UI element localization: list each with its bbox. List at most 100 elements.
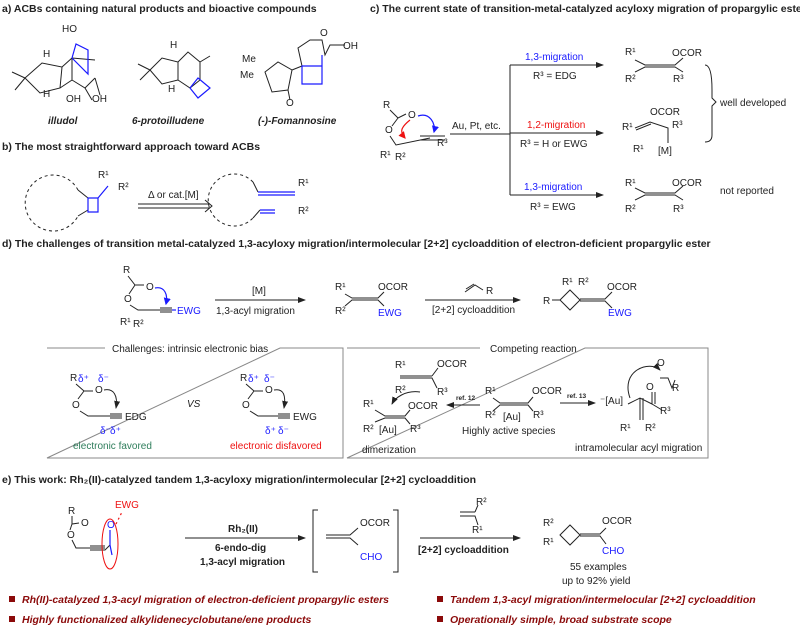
allene-aldehyde-intermediate: OCOR CHO [326,518,390,563]
svg-text:H: H [43,89,50,100]
svg-text:R¹: R¹ [98,170,109,181]
svg-text:R¹: R¹ [622,122,633,133]
svg-text:1,3-acyl migration: 1,3-acyl migration [216,306,295,317]
bullet-square-icon [437,596,443,602]
bullet-item: Operationally simple, broad substrate sc… [450,614,672,626]
svg-text:δ⁺: δ⁺ [265,426,276,437]
section-d: d) The challenges of transition metal-ca… [2,238,711,459]
svg-text:EDG: EDG [125,412,147,423]
svg-text:[2+2] cycloaddition: [2+2] cycloaddition [418,545,509,556]
svg-text:OCOR: OCOR [532,386,562,397]
not-reported-label: not reported [720,186,774,197]
bullet-item: Tandem 1,3-acyl migration/intermelocular… [450,594,756,606]
svg-text:R²: R² [133,319,144,330]
svg-text:H: H [43,49,50,60]
svg-text:R³ = EWG: R³ = EWG [530,202,576,213]
section-a: a) ACBs containing natural products and … [2,3,358,127]
svg-text:R: R [68,506,75,517]
svg-text:O: O [385,125,393,136]
svg-text:H: H [170,40,177,51]
svg-text:O: O [646,382,654,393]
brace [704,64,717,143]
svg-text:R¹: R¹ [335,282,346,293]
svg-text:OH: OH [343,41,358,52]
svg-text:R: R [123,265,130,276]
disfavored-structure: R δ⁺ δ⁻ O O EWG δ⁺ δ⁻ [240,373,317,437]
svg-text:R³: R³ [410,424,421,435]
catalyst-label: Au, Pt, etc. [452,121,501,132]
svg-text:R²: R² [625,74,636,85]
compound-name-protoilludene: 6-protoilludene [132,116,205,127]
svg-text:R¹: R¹ [380,150,391,161]
intramolecular-label: intramolecular acyl migration [575,443,702,454]
svg-text:R²: R² [543,518,554,529]
compound-name-illudol: illudol [48,116,78,127]
section-b: b) The most straightforward approach tow… [2,141,309,232]
svg-text:R²: R² [578,277,589,288]
favored-label: electronic favored [73,441,152,452]
intermediate-brackets [312,509,399,573]
allene-product-edg: R¹ R² OCOR R³ [625,47,702,85]
svg-text:[Au]: [Au] [503,412,521,423]
svg-text:Me: Me [240,70,254,81]
fomannosine-structure: Me Me O OH O [240,28,358,109]
svg-text:O: O [146,282,154,293]
svg-text:EWG: EWG [608,308,632,319]
svg-text:R: R [70,373,77,384]
svg-text:H: H [168,84,175,95]
svg-text:OCOR: OCOR [408,401,438,412]
section-d-title: d) The challenges of transition metal-ca… [2,238,711,250]
svg-text:R²: R² [298,206,309,217]
svg-text:R¹: R¹ [472,525,483,536]
svg-text:R¹: R¹ [395,360,406,371]
svg-text:R¹: R¹ [298,178,309,189]
bullet-item: Rh(II)-catalyzed 1,3-acyl migration of e… [22,594,389,606]
compound-name-fomannosine: (-)-Fomannosine [258,116,337,127]
bullet-square-icon [437,616,443,622]
svg-text:OH: OH [92,94,107,105]
svg-text:OCOR: OCOR [607,282,637,293]
svg-text:CHO: CHO [360,552,382,563]
section-e: e) This work: Rh₂(II)-catalyzed tandem 1… [2,474,756,626]
svg-text:R¹: R¹ [620,423,631,434]
svg-text:δ⁻: δ⁻ [278,426,289,437]
allene-intermediate-d: R¹ R² OCOR EWG [335,282,408,319]
section-c: c) The current state of transition-metal… [370,3,800,215]
svg-text:O: O [95,385,103,396]
svg-text:R³ = H or EWG: R³ = H or EWG [520,139,588,150]
active-species-label: Highly active species [462,426,555,437]
svg-text:R¹: R¹ [562,277,573,288]
vs-label: VS [187,399,201,410]
svg-text:6-endo-dig: 6-endo-dig [215,543,266,554]
propargylic-ester-d: R O O EWG R¹ R² [120,265,201,330]
svg-text:R³ = EDG: R³ = EDG [533,71,577,82]
svg-text:OCOR: OCOR [360,518,390,529]
acyl-migration-structure: ⁻[Au] O O R R³ R¹ R² [600,358,679,434]
section-a-title: a) ACBs containing natural products and … [2,3,317,15]
svg-text:R²: R² [625,204,636,215]
svg-text:R¹: R¹ [485,386,496,397]
section-c-title: c) The current state of transition-metal… [370,3,800,15]
svg-text:Rh₂(II): Rh₂(II) [228,524,258,535]
propargylic-ester-c: R O O R¹ R² R³ [380,100,448,163]
propargylic-aldehyde-ester: R O O O EWG [67,500,139,570]
dimerization-structure: R¹ R² OCOR R³ R¹ R² [Au] OCOR R³ [363,359,467,436]
svg-text:O: O [72,400,80,411]
svg-text:δ⁺: δ⁺ [110,426,121,437]
competing-reaction-box: Competing reaction R¹ R² OCOR R³ R¹ R² [… [346,344,709,459]
svg-text:R¹: R¹ [363,399,374,410]
svg-text:OCOR: OCOR [602,516,632,527]
svg-text:O: O [286,98,294,109]
dimerization-label: dimerization [362,445,416,456]
svg-text:δ⁺: δ⁺ [248,374,259,385]
section-e-title: e) This work: Rh₂(II)-catalyzed tandem 1… [2,474,476,486]
svg-text:O: O [81,518,89,529]
svg-text:OCOR: OCOR [672,48,702,59]
svg-text:R²: R² [476,497,487,508]
svg-text:EWG: EWG [115,500,139,511]
cyclobutane-product-e: R² R¹ OCOR CHO [543,516,632,557]
svg-text:R³: R³ [533,410,544,421]
alkene-reagent-e [460,504,479,526]
disfavored-label: electronic disfavored [230,441,322,452]
